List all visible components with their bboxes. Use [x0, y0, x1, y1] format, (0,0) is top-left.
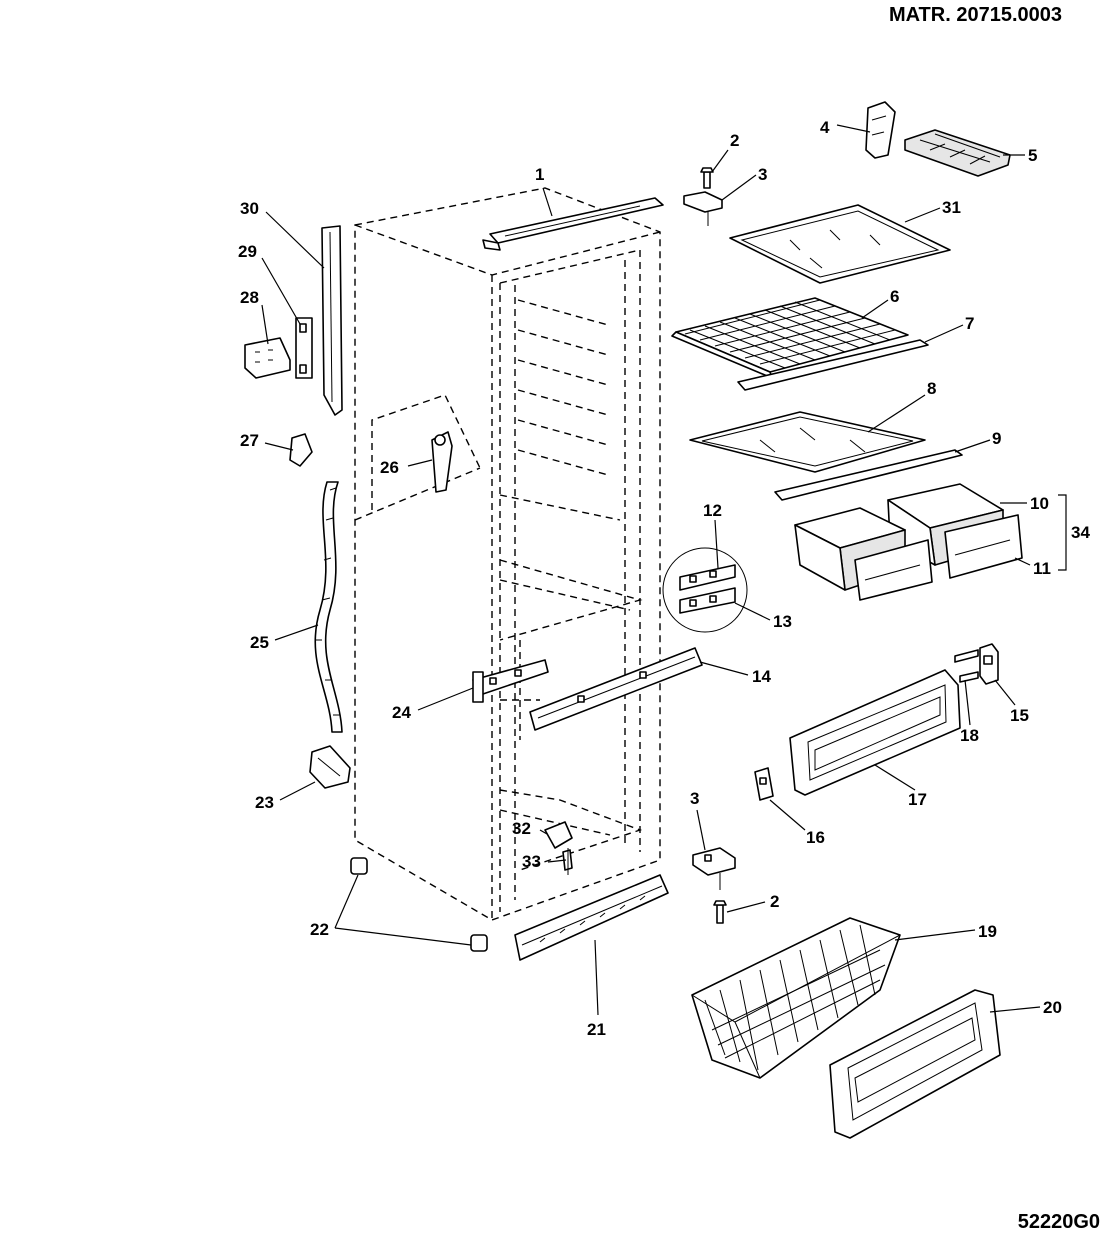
part-16-clip: [754, 767, 774, 801]
drawing-number: 52220G0: [1017, 1211, 1100, 1233]
part-27-clip: [289, 433, 313, 467]
part-23-bottom-bracket: [309, 745, 351, 789]
callout-31: 31: [942, 198, 961, 217]
callout-3-bottom: 3: [690, 789, 699, 808]
callout-33: 33: [522, 852, 541, 871]
callout-23: 23: [255, 793, 274, 812]
part-31-glass-shelf: [729, 204, 951, 284]
callout-5: 5: [1028, 146, 1037, 165]
part-33-switch: [562, 848, 573, 875]
part-25-drain-tube: [314, 481, 343, 733]
part-20-drawer-front: [829, 989, 1001, 1139]
part-17-drawer-front: [789, 669, 961, 796]
cabinet-outline: [354, 187, 661, 921]
callout-6: 6: [890, 287, 899, 306]
callout-28: 28: [240, 288, 259, 307]
callout-4: 4: [820, 118, 830, 137]
part-6-wire-shelf: [671, 297, 909, 379]
crisper-box-left: [794, 507, 933, 601]
part-15-hinge: [979, 643, 999, 685]
callout-15: 15: [1010, 706, 1029, 725]
callout-25: 25: [250, 633, 269, 652]
part-14-slide-rail: [529, 647, 703, 731]
callout-2-top: 2: [730, 131, 739, 150]
callout-19: 19: [978, 922, 997, 941]
callout-20: 20: [1043, 998, 1062, 1017]
part-4-egg-holder: [865, 101, 896, 159]
callout-22: 22: [310, 920, 329, 939]
callout-9: 9: [992, 429, 1001, 448]
callout-16: 16: [806, 828, 825, 847]
part-2-screw-top: [700, 167, 714, 189]
callout-2-bottom: 2: [770, 892, 779, 911]
bracket-34: [1058, 494, 1067, 571]
callout-labels: 1 2 3 4 5 31 6 7 8 9 10 34 11 12 13 14 1…: [238, 118, 1090, 1039]
leader-lines: [261, 124, 1041, 1016]
callout-30: 30: [240, 199, 259, 218]
callout-10: 10: [1030, 494, 1049, 513]
callout-12: 12: [703, 501, 722, 520]
part-32-lamp: [544, 821, 573, 849]
part-3-bottom-hinge: [692, 847, 736, 890]
part-22-feet: [350, 857, 488, 952]
part-8-glass-shelf: [689, 411, 926, 473]
part-9-shelf-trim: [774, 449, 963, 501]
part-18-screws: [954, 649, 979, 683]
part-21-bottom-rail: [514, 874, 669, 961]
part-24-rail-bracket: [472, 659, 549, 703]
callout-26: 26: [380, 458, 399, 477]
part-7-shelf-trim: [737, 339, 929, 391]
callout-8: 8: [927, 379, 936, 398]
part-3-top-hinge: [683, 191, 723, 226]
part-28-plate: [244, 337, 291, 379]
part-26-probe: [431, 431, 453, 493]
callout-24: 24: [392, 703, 411, 722]
callout-11: 11: [1033, 559, 1051, 578]
callout-21: 21: [587, 1020, 606, 1039]
part-1-top-rail: [482, 197, 664, 251]
callout-7: 7: [965, 314, 974, 333]
part-2-screw-bottom: [713, 900, 727, 924]
callout-17: 17: [908, 790, 927, 809]
part-19-wire-basket: [691, 917, 901, 1079]
part-5-ice-tray: [904, 129, 1011, 177]
callout-18: 18: [960, 726, 979, 745]
callout-32: 32: [512, 819, 531, 838]
callout-3-top: 3: [758, 165, 767, 184]
callout-34: 34: [1071, 523, 1090, 542]
callout-13: 13: [773, 612, 792, 631]
callout-27: 27: [240, 431, 259, 450]
callout-1: 1: [535, 165, 544, 184]
detail-12-13: [662, 547, 748, 633]
callout-14: 14: [752, 667, 771, 686]
callout-29: 29: [238, 242, 257, 261]
material-code: MATR. 20715.0003: [888, 4, 1062, 26]
part-30-strip: [321, 225, 343, 416]
part-11-crisper-front: [944, 514, 1023, 579]
part-29-latch: [295, 317, 313, 379]
